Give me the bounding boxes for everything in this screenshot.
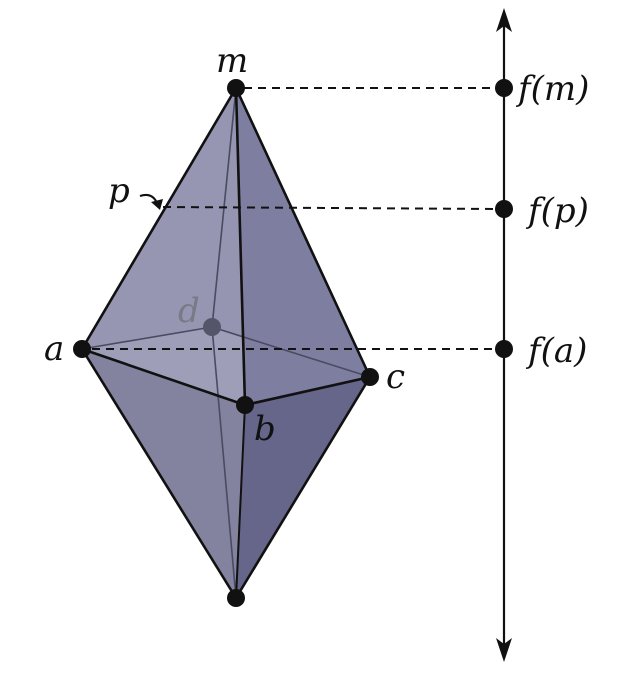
p-pointer [139, 193, 163, 210]
label-a: a [44, 329, 64, 369]
edge-d-bottom [211, 326, 237, 599]
edge-a-b [81, 347, 246, 407]
edge-a-d [81, 326, 213, 350]
projection-lines [92, 87, 501, 350]
p-pointer-head [151, 199, 163, 210]
face-m-b-c [236, 88, 370, 405]
axis-dot-fa [495, 340, 513, 358]
vertex-dots [73, 79, 379, 607]
edge-d-c [211, 326, 371, 378]
edge-a-bottom [80, 348, 238, 599]
axis-dot-fm [495, 79, 513, 97]
height-axis [496, 8, 512, 662]
polytope [82, 88, 370, 598]
vertex-bottom-dot [227, 589, 245, 607]
label-p: p [108, 171, 130, 211]
label-fa: f(a) [525, 331, 587, 371]
edge-b-c [244, 375, 371, 407]
label-fm: f(m) [515, 69, 589, 109]
edge-b-bottom [235, 404, 246, 599]
label-c: c [386, 357, 405, 397]
vertex-d-dot [203, 318, 221, 336]
edge-m-a [80, 87, 238, 350]
label-d: d [178, 291, 200, 331]
label-m: m [216, 41, 248, 81]
labels: m a b c d p f(m) f(p) f(a) [44, 41, 589, 449]
edge-m-b [234, 87, 247, 406]
hidden-edges [81, 87, 371, 599]
axis-dots [495, 79, 513, 358]
label-fp: f(p) [525, 191, 589, 231]
face-a-b-bottom [82, 349, 245, 598]
vertex-m-dot [227, 79, 245, 97]
axis-arrow-up [496, 8, 512, 32]
edge-m-c [234, 87, 372, 378]
edge-c-bottom [234, 376, 372, 599]
axis-arrow-down [496, 638, 512, 662]
visible-edges [80, 87, 372, 599]
axis-dot-fp [495, 200, 513, 218]
projection-p [162, 206, 501, 210]
vertex-b-dot [236, 396, 254, 414]
label-b: b [254, 409, 276, 449]
vertex-c-dot [361, 368, 379, 386]
vertex-a-dot [73, 340, 91, 358]
